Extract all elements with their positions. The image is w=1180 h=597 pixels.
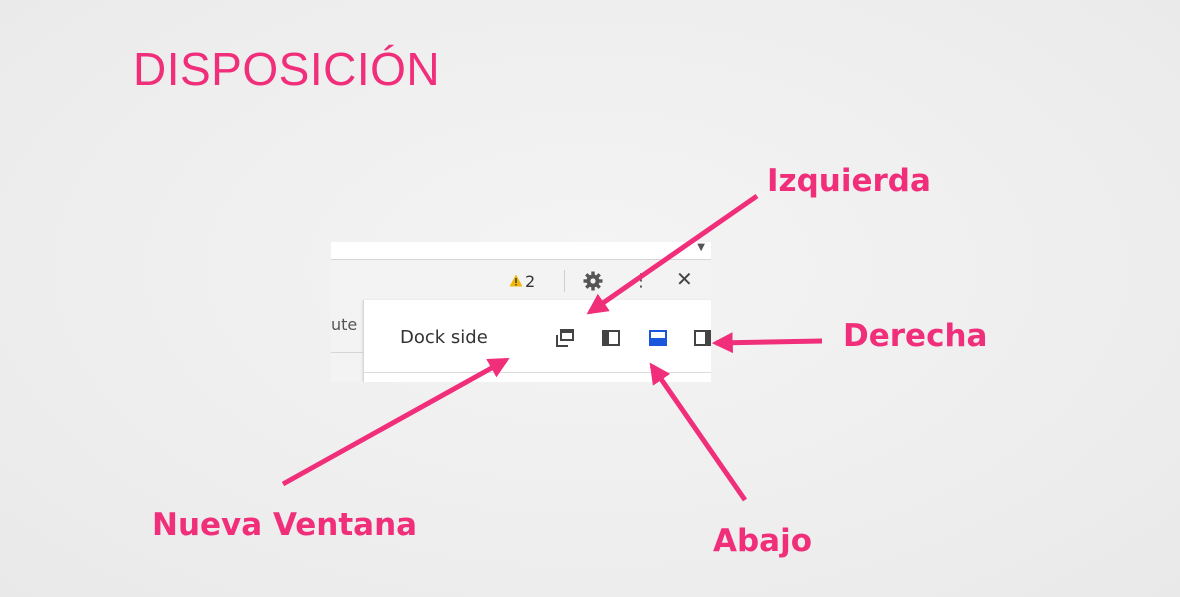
partial-panel: ute	[331, 300, 363, 382]
dock-side-menu: Dock side	[363, 300, 711, 382]
divider	[331, 259, 711, 260]
kebab-menu-icon[interactable]: ⋮	[632, 270, 650, 291]
label-nueva-ventana: Nueva Ventana	[152, 507, 418, 543]
warning-count: 2	[525, 272, 536, 291]
divider	[331, 352, 363, 353]
arrow-derecha	[711, 332, 823, 354]
devtools-screenshot: ▼ 2 ⋮ ✕ ute Dock side	[331, 242, 711, 382]
label-abajo: Abajo	[713, 523, 813, 559]
label-derecha: Derecha	[843, 318, 988, 354]
dock-to-right-icon[interactable]	[692, 327, 711, 349]
undock-into-separate-window-icon[interactable]	[554, 327, 576, 349]
slide-title: DISPOSICIÓN	[133, 43, 441, 95]
close-icon[interactable]: ✕	[676, 267, 693, 291]
label-izquierda: Izquierda	[767, 163, 931, 199]
gear-icon[interactable]	[582, 270, 604, 292]
dock-to-bottom-icon[interactable]	[647, 327, 669, 349]
chevron-down-icon[interactable]: ▼	[697, 242, 705, 253]
warning-triangle-icon	[509, 274, 523, 287]
divider	[364, 372, 711, 373]
dock-to-left-icon[interactable]	[600, 327, 622, 349]
dock-side-label: Dock side	[400, 327, 488, 348]
partial-tab-label: ute	[331, 315, 358, 334]
arrow-abajo	[649, 362, 748, 502]
warnings-counter[interactable]: 2	[509, 272, 539, 291]
toolbar-separator	[564, 270, 565, 292]
